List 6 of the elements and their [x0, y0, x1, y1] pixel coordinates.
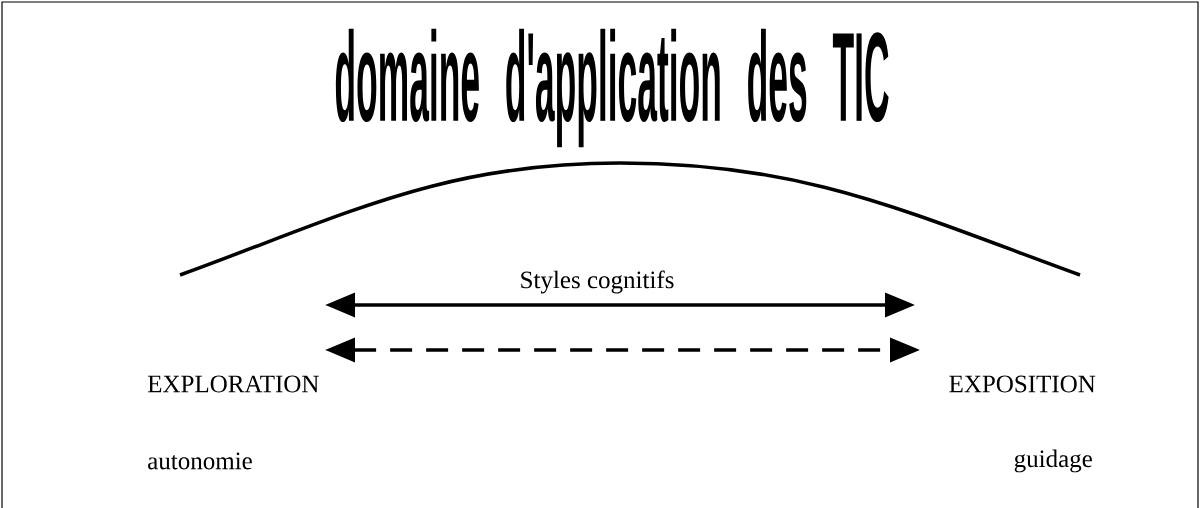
label: autonomie	[148, 452, 252, 470]
label: EXPOSITION	[949, 375, 1096, 393]
label: Styles cognitifs	[521, 270, 674, 294]
label: guidage	[1014, 449, 1092, 473]
title: domaine d'application des TIC	[335, 28, 889, 148]
label: EXPLORATION	[147, 375, 319, 393]
